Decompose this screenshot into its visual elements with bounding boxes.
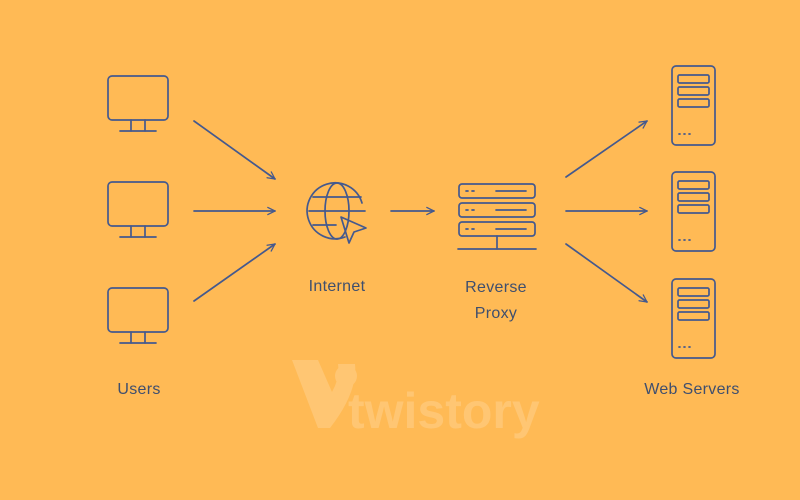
reverse-proxy-label: Reverse Proxy	[465, 279, 527, 322]
arrow-proxy-to-server3	[565, 243, 648, 303]
watermark-logo: twistory	[292, 360, 540, 439]
user-monitor-3	[107, 287, 169, 344]
server-rack-icon	[457, 183, 537, 250]
arrow-proxy-to-server1	[565, 120, 648, 178]
web-server-1	[671, 65, 716, 146]
watermark-text: twistory	[348, 383, 540, 439]
arrow-user3-to-internet	[193, 243, 276, 302]
internet-label: Internet	[308, 278, 366, 295]
user-monitor-1	[107, 75, 169, 132]
server-tower-icon	[671, 278, 716, 359]
arrow-user1-to-internet	[193, 120, 276, 180]
user-monitor-2	[107, 181, 169, 238]
server-tower-icon	[671, 65, 716, 146]
web-server-2	[671, 171, 716, 252]
users-label: Users	[117, 381, 161, 398]
monitor-icon	[107, 181, 169, 238]
monitor-icon	[107, 75, 169, 132]
web-server-3	[671, 278, 716, 359]
web-servers-label: Web Servers	[644, 381, 740, 398]
monitor-icon	[107, 287, 169, 344]
globe-cursor-icon	[306, 181, 367, 244]
server-tower-icon	[671, 171, 716, 252]
